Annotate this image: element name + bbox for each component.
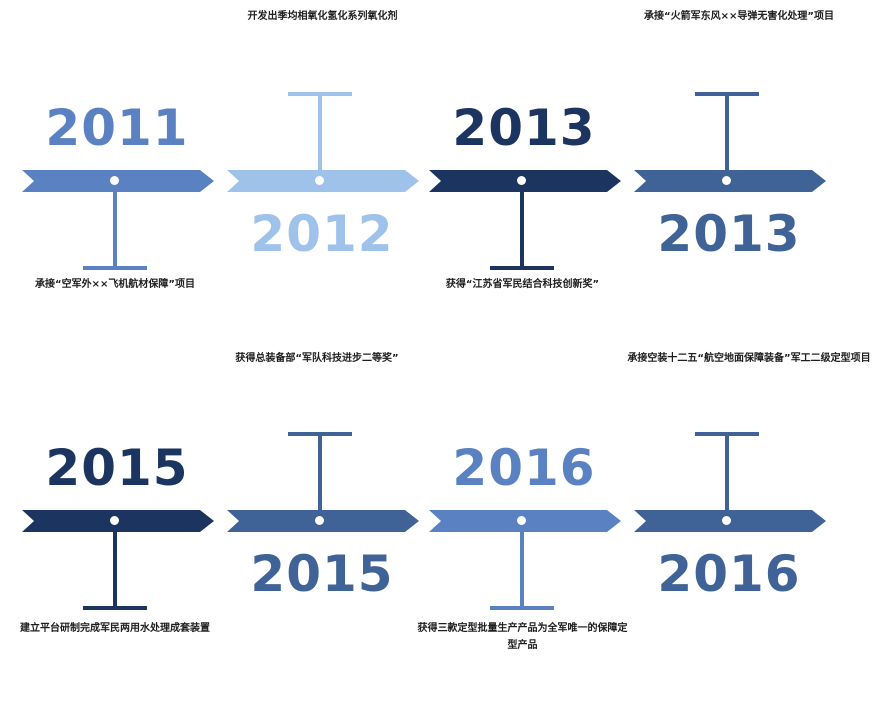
year-label: 2012 (250, 205, 394, 263)
timeline-stem-bar (695, 432, 759, 436)
timeline-segment: 2011 (22, 60, 228, 320)
timeline-dot (315, 516, 324, 525)
timeline-stem (520, 188, 524, 268)
timeline-segment: 2015 (227, 400, 433, 660)
timeline-segment: 2013 (429, 60, 635, 320)
timeline-caption: 承接空装十二五“航空地面保障装备”军工二级定型项目 (627, 353, 871, 364)
timeline-segment: 2016 (634, 400, 840, 660)
timeline-caption: 承接“空军外××飞机航材保障”项目 (35, 279, 195, 290)
timeline-caption: 获得总装备部“军队科技进步二等奖” (235, 353, 399, 364)
timeline-stem (318, 94, 322, 174)
timeline-segment: 2015 (22, 400, 228, 660)
timeline-stem-bar (83, 606, 147, 610)
timeline-stem (318, 434, 322, 514)
timeline-dot (722, 516, 731, 525)
timeline-stem-bar (695, 92, 759, 96)
year-label: 2011 (45, 99, 189, 157)
timeline-dot (315, 176, 324, 185)
timeline-stem-bar (288, 432, 352, 436)
year-label: 2016 (452, 439, 596, 497)
timeline-stem-bar (490, 606, 554, 610)
timeline-dot (517, 516, 526, 525)
timeline-segment: 2013 (634, 60, 840, 320)
timeline-stem (725, 94, 729, 174)
timeline-stem-bar (288, 92, 352, 96)
timeline-stem (520, 528, 524, 608)
timeline-dot (722, 176, 731, 185)
timeline-dot (110, 516, 119, 525)
timeline-caption: 承接“火箭军东风××导弹无害化处理”项目 (644, 11, 834, 22)
timeline-segment: 2016 (429, 400, 635, 660)
timeline-caption: 获得三款定型批量生产产品为全军唯一的保障定型产品 (417, 623, 628, 651)
timeline-dot (110, 176, 119, 185)
timeline-stem (725, 434, 729, 514)
timeline-stem-bar (83, 266, 147, 270)
year-label: 2013 (657, 205, 801, 263)
timeline-caption: 开发出季均相氧化氢化系列氧化剂 (247, 11, 398, 22)
year-label: 2015 (45, 439, 189, 497)
timeline-stem (113, 188, 117, 268)
year-label: 2016 (657, 545, 801, 603)
year-label: 2015 (250, 545, 394, 603)
timeline-stem (113, 528, 117, 608)
timeline-segment: 2012 (227, 60, 433, 320)
timeline-dot (517, 176, 526, 185)
timeline-stem-bar (490, 266, 554, 270)
timeline-caption: 建立平台研制完成军民两用水处理成套装置 (20, 623, 210, 634)
year-label: 2013 (452, 99, 596, 157)
timeline-caption: 获得“江苏省军民结合科技创新奖” (445, 279, 600, 290)
